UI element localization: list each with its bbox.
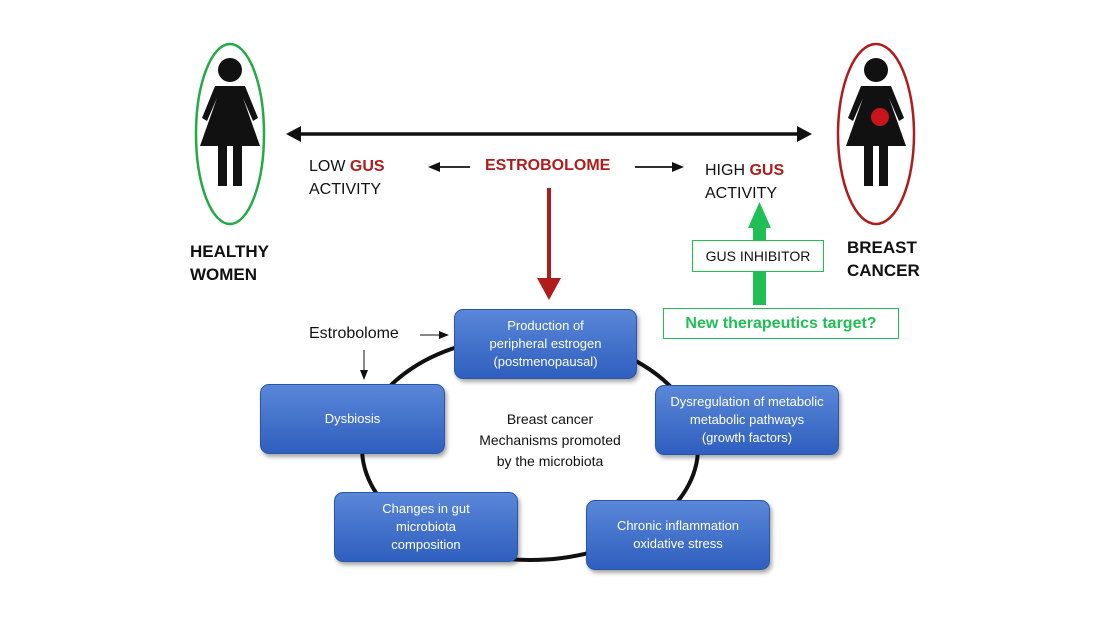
estrobolome-pointer-label: Estrobolome [309, 325, 399, 342]
gus-inhibitor-box: GUS INHIBITOR [692, 240, 824, 272]
high-gus-activity: HIGH GUS ACTIVITY [705, 162, 785, 202]
estrobolome-center-label: ESTROBOLOME [485, 157, 611, 174]
healthy-women-label: HEALTHY WOMEN [190, 242, 270, 284]
breast-cancer-label: BREAST CANCER [847, 238, 920, 280]
low-gus-activity: LOW GUS ACTIVITY [309, 158, 385, 198]
healthy-outline [194, 42, 266, 226]
healthy-woman-icon [200, 58, 260, 186]
box-dysbiosis: Dysbiosis [260, 384, 445, 454]
box-gut-microbiota-changes: Changes in gut microbiota composition [334, 492, 518, 562]
cancer-outline [836, 42, 916, 226]
tumor-icon [871, 108, 889, 126]
box-estrogen-production: Production of peripheral estrogen (postm… [454, 309, 637, 379]
therapeutics-target-box: New therapeutics target? [663, 308, 899, 339]
box-chronic-inflammation: Chronic inflammation oxidative stress [586, 500, 770, 570]
cycle-center-text: Breast cancer Mechanisms promoted by the… [479, 411, 621, 469]
box-metabolic-dysregulation: Dysregulation of metabolic metabolic pat… [655, 385, 839, 455]
